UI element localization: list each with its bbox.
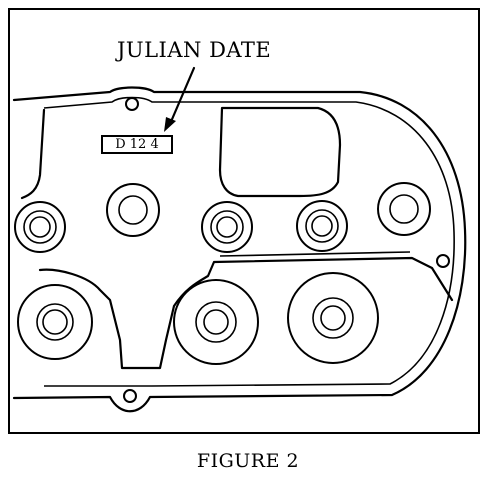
bolt-boss-3-mid <box>210 210 244 244</box>
head-inner-outline <box>43 96 455 387</box>
port-2-inner <box>203 309 229 335</box>
bolt-boss-4-inner <box>311 215 333 237</box>
bolt-boss-3-outer <box>201 201 253 253</box>
date-code-stamp: D 12 4 <box>101 135 173 154</box>
bolt-boss-2-outer <box>106 183 160 237</box>
callout-arrow-head <box>164 117 176 132</box>
divider-rib <box>38 256 454 370</box>
bolt-boss-3-inner <box>216 216 238 238</box>
bolt-boss-1-mid <box>23 210 57 244</box>
bolt-boss-1-outer <box>14 201 66 253</box>
bolt-boss-5-outer <box>377 182 431 236</box>
bolt-boss-2-inner <box>118 195 148 225</box>
port-1-outer <box>17 284 93 360</box>
bolt-boss-4-mid <box>305 209 339 243</box>
upper-chamber <box>218 106 342 198</box>
mount-hole-bottom <box>123 389 137 403</box>
callout-arrow-shaft <box>168 66 196 126</box>
figure-caption: FIGURE 2 <box>196 450 300 472</box>
bolt-boss-4-outer <box>296 200 348 252</box>
head-outline <box>12 86 467 413</box>
port-3-inner <box>320 305 346 331</box>
bolt-boss-5-inner <box>389 194 419 224</box>
bolt-boss-1-inner <box>29 216 51 238</box>
port-1-mid <box>36 303 74 341</box>
port-1-inner <box>42 309 68 335</box>
port-2-outer <box>173 279 259 365</box>
port-3-mid <box>312 297 354 339</box>
left-chamber <box>20 108 46 200</box>
mount-hole-top <box>125 97 139 111</box>
divider-rib-lower <box>219 251 411 257</box>
callout-label: JULIAN DATE <box>117 38 272 62</box>
port-3-outer <box>287 272 379 364</box>
port-2-mid <box>195 301 237 343</box>
mount-hole-right <box>436 254 450 268</box>
